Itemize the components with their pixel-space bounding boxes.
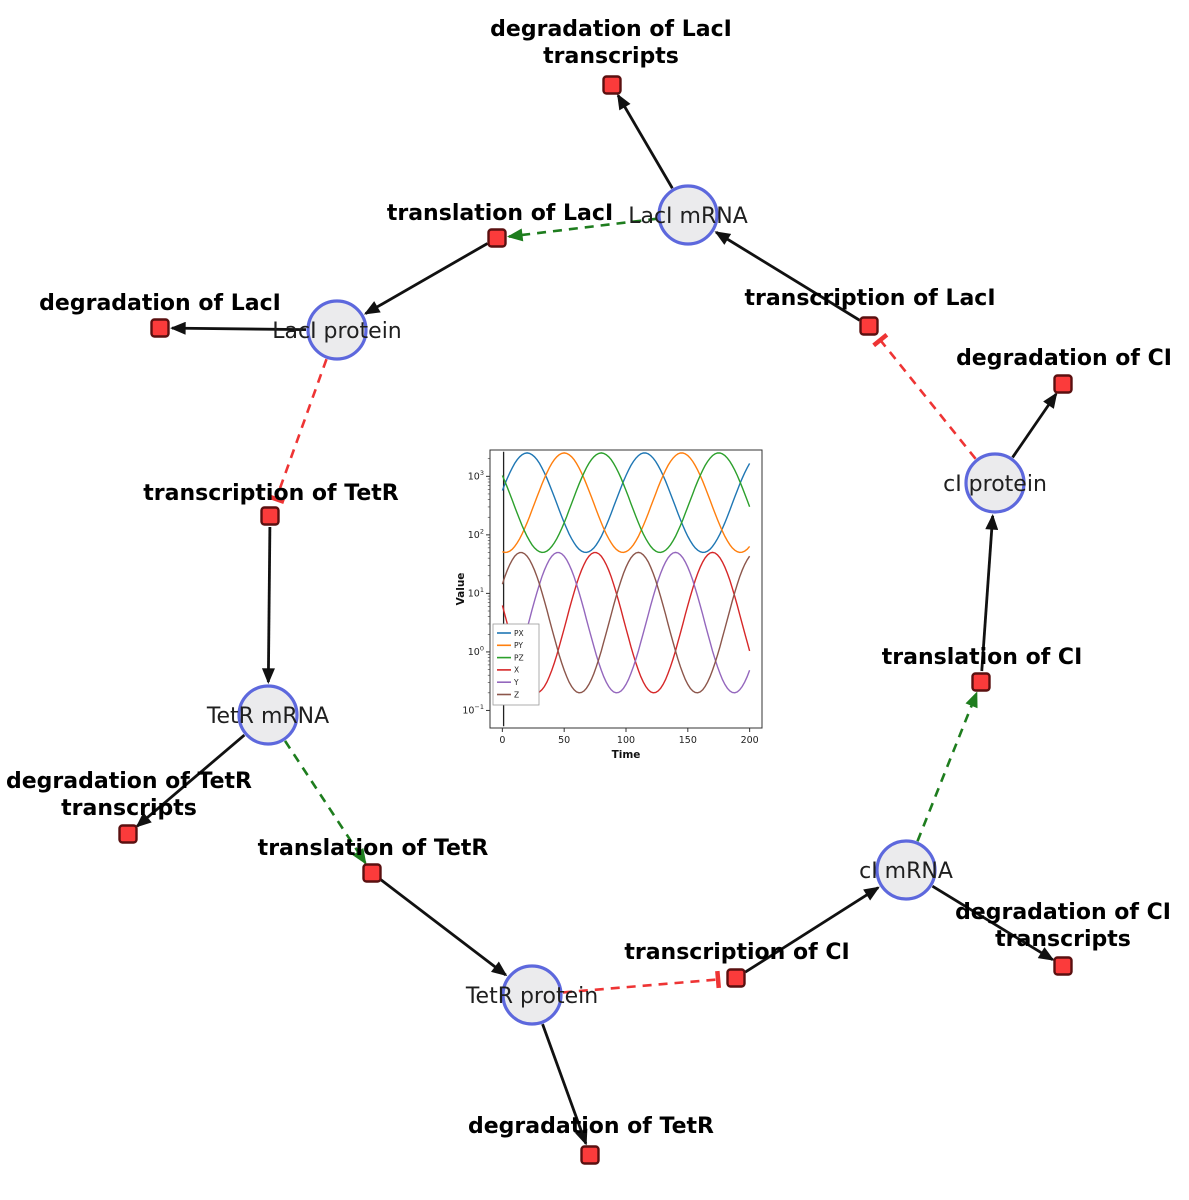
reaction-node-tx-tetr bbox=[260, 506, 280, 526]
species-node-laci-mrna bbox=[657, 184, 719, 246]
reaction-label-deg-tetr-tx-line2: transcripts bbox=[61, 796, 197, 821]
species-node-laci-protein bbox=[306, 299, 368, 361]
reaction-label-tx-tetr-line1: transcription of TetR bbox=[143, 481, 399, 506]
species-label-laci-protein: LacI protein bbox=[272, 319, 402, 344]
edge-consumption-ci-mrna-to-deg-ci-tx bbox=[931, 884, 1055, 961]
x-tick-label: 0 bbox=[499, 735, 505, 746]
edge-consumption-tetr-protein-to-deg-tetr bbox=[541, 1023, 588, 1146]
edge-consumption-laci-mrna-to-deg-laci-tx bbox=[616, 93, 674, 189]
edge-production-transl-laci-to-laci-protein bbox=[363, 242, 489, 315]
legend-label-PX: PX bbox=[514, 629, 524, 638]
reaction-node-deg-ci-tx bbox=[1053, 956, 1073, 976]
reaction-node-deg-ci bbox=[1053, 374, 1073, 394]
legend-label-Y: Y bbox=[513, 678, 519, 687]
y-tick-label: 10−1 bbox=[462, 703, 484, 717]
reaction-node-tx-laci bbox=[859, 316, 879, 336]
legend-label-X: X bbox=[514, 666, 519, 675]
reaction-label-deg-laci-tx-line1: degradation of LacI bbox=[490, 17, 732, 42]
species-node-tetr-protein bbox=[501, 964, 563, 1026]
y-axis-label: Value bbox=[455, 573, 467, 606]
reaction-label-deg-tetr-line1: degradation of TetR bbox=[468, 1114, 714, 1139]
species-node-ci-protein bbox=[964, 452, 1026, 514]
plot-series-X bbox=[501, 551, 751, 694]
edge-consumption-laci-protein-to-deg-laci bbox=[170, 321, 307, 335]
edge-production-tx-tetr-to-tetr-mrna bbox=[261, 526, 275, 684]
reaction-label-tx-laci-line1: transcription of LacI bbox=[744, 286, 995, 311]
edge-inhibition-laci-protein-to-tx-tetr bbox=[267, 358, 328, 505]
reaction-label-tx-ci-line1: transcription of CI bbox=[624, 940, 849, 965]
y-tick-label: 101 bbox=[468, 586, 484, 600]
inset-plot-area: 10−1 100 101 102 103 0 50 100 150 200 PX PY PZ XYZ bbox=[462, 449, 763, 746]
y-tick-label: 102 bbox=[468, 527, 484, 541]
reaction-node-deg-tetr-tx bbox=[118, 824, 138, 844]
species-label-laci-mrna: LacI mRNA bbox=[628, 204, 748, 229]
reaction-label-deg-ci-tx-line1: degradation of CI bbox=[955, 900, 1171, 925]
legend-label-PY: PY bbox=[514, 641, 523, 650]
x-tick-label: 50 bbox=[558, 735, 570, 746]
reaction-label-deg-laci-line1: degradation of LacI bbox=[39, 291, 281, 316]
inset-chart: 10−1 100 101 102 103 0 50 100 150 200 PX PY PZ XYZ Ti… bbox=[455, 449, 763, 761]
reaction-label-deg-laci-tx-line2: transcripts bbox=[543, 44, 679, 69]
plot-series-Z bbox=[501, 551, 751, 694]
edge-modifier-tetr-mrna-to-transl-tetr bbox=[283, 740, 367, 865]
edge-production-tx-laci-to-laci-mrna bbox=[714, 231, 861, 322]
reaction-node-deg-laci bbox=[150, 318, 170, 338]
edge-consumption-tetr-mrna-to-deg-tetr-tx bbox=[135, 734, 246, 828]
plot-series-PZ bbox=[501, 452, 751, 554]
edge-modifier-laci-mrna-to-transl-laci bbox=[506, 217, 658, 242]
y-tick-label: 103 bbox=[468, 469, 484, 483]
edge-consumption-ci-protein-to-deg-ci bbox=[1011, 392, 1058, 459]
x-tick-label: 200 bbox=[741, 735, 759, 746]
reaction-label-deg-ci-tx-line2: transcripts bbox=[995, 927, 1131, 952]
nodes-layer bbox=[118, 75, 1073, 1165]
edge-production-tx-ci-to-ci-mrna bbox=[744, 886, 880, 974]
plot-series-Y bbox=[501, 551, 751, 694]
y-tick-label: 100 bbox=[468, 644, 484, 658]
reaction-node-deg-tetr bbox=[580, 1145, 600, 1165]
reaction-node-tx-ci bbox=[726, 968, 746, 988]
reaction-node-deg-laci-tx bbox=[602, 75, 622, 95]
species-node-ci-mrna bbox=[875, 839, 937, 901]
edge-inhibition-tetr-protein-to-tx-ci bbox=[562, 970, 722, 994]
edges-layer bbox=[135, 93, 1058, 1146]
x-tick-label: 150 bbox=[679, 735, 697, 746]
edge-production-transl-ci-to-ci-protein bbox=[980, 513, 999, 672]
plot-series-PX bbox=[501, 452, 751, 554]
x-axis-label: Time bbox=[612, 749, 641, 761]
species-label-tetr-protein: TetR protein bbox=[465, 984, 598, 1009]
species-label-ci-mrna: cI mRNA bbox=[859, 859, 953, 884]
reaction-node-transl-ci bbox=[971, 672, 991, 692]
legend-box bbox=[492, 623, 540, 706]
reaction-label-transl-laci-line1: translation of LacI bbox=[387, 201, 613, 226]
species-label-ci-protein: cI protein bbox=[943, 472, 1047, 497]
reaction-node-transl-tetr bbox=[362, 863, 382, 883]
reaction-label-deg-tetr-tx-line1: degradation of TetR bbox=[6, 769, 252, 794]
plot-series-PY bbox=[502, 452, 751, 554]
reaction-label-deg-ci-line1: degradation of CI bbox=[956, 346, 1172, 371]
reaction-node-transl-laci bbox=[487, 228, 507, 248]
edge-production-transl-tetr-to-tetr-protein bbox=[379, 878, 508, 977]
species-label-tetr-mrna: TetR mRNA bbox=[206, 704, 329, 729]
species-node-tetr-mrna bbox=[237, 684, 299, 746]
reaction-label-transl-tetr-line1: translation of TetR bbox=[258, 836, 489, 861]
legend-label-Z: Z bbox=[514, 690, 519, 699]
edge-modifier-ci-mrna-to-transl-ci bbox=[916, 691, 978, 842]
legend-label-PZ: PZ bbox=[514, 653, 524, 662]
x-tick-label: 100 bbox=[617, 735, 635, 746]
reaction-label-transl-ci-line1: translation of CI bbox=[882, 645, 1083, 670]
